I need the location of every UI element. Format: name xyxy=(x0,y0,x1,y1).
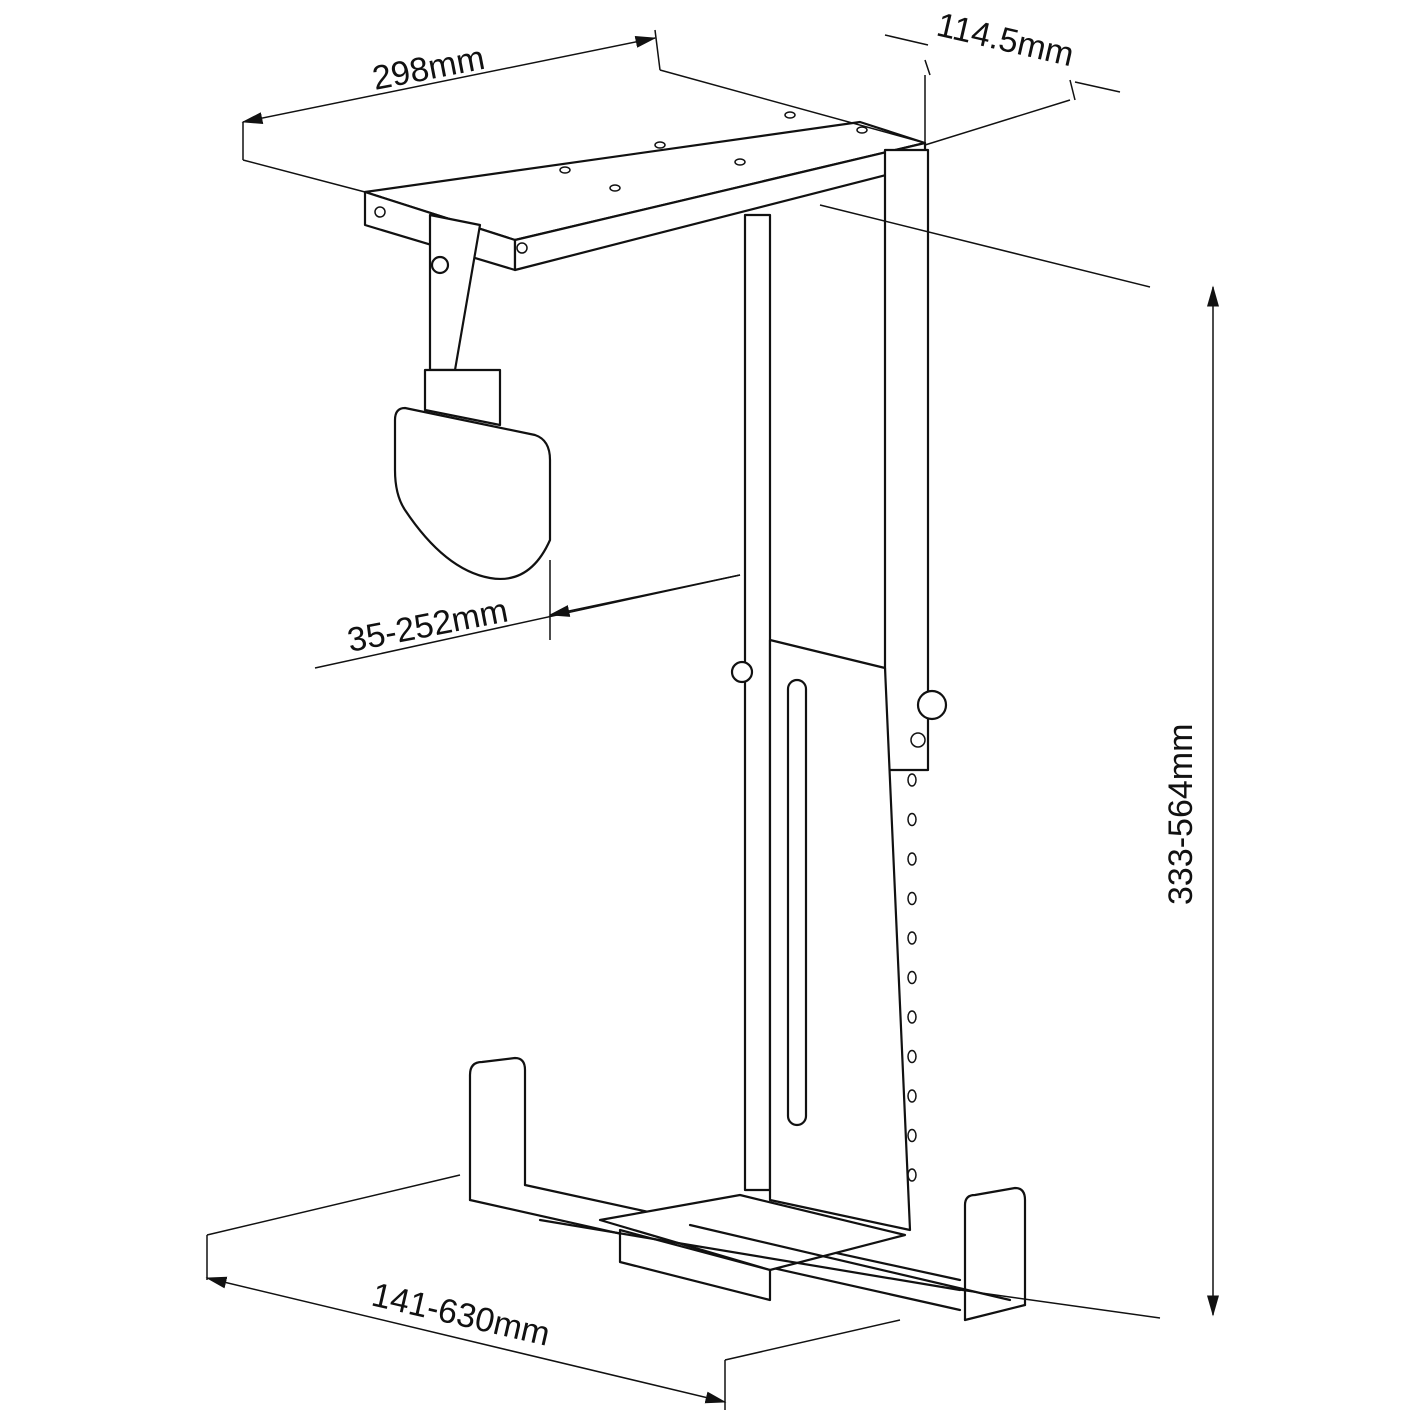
dimension-depth-label: 114.5mm xyxy=(933,6,1077,74)
dimension-case-width-label: 141-630mm xyxy=(368,1276,553,1354)
vertical-column xyxy=(730,148,948,1232)
adjustment-hole xyxy=(907,1128,917,1143)
dimension-width-label: 298mm xyxy=(369,39,488,98)
adjustment-hole xyxy=(907,970,917,985)
dimension-height-range-label: 333-564mm xyxy=(1162,724,1200,905)
adjustment-hole xyxy=(907,1049,917,1064)
adjustment-hole xyxy=(907,931,917,945)
base-frame xyxy=(468,1056,1027,1322)
dimension-lines xyxy=(205,29,1219,1410)
adjustment-hole xyxy=(907,852,917,866)
adjustment-hole xyxy=(907,812,917,827)
adjustment-hole xyxy=(907,773,917,787)
adjustment-hole xyxy=(907,891,917,906)
adjustment-hole xyxy=(907,1089,917,1103)
dimension-clamp-range-label: 35-252mm xyxy=(344,592,511,660)
adjustment-hole xyxy=(907,1010,917,1024)
desk-clamp xyxy=(393,213,552,580)
adjustment-hole xyxy=(907,1168,917,1182)
